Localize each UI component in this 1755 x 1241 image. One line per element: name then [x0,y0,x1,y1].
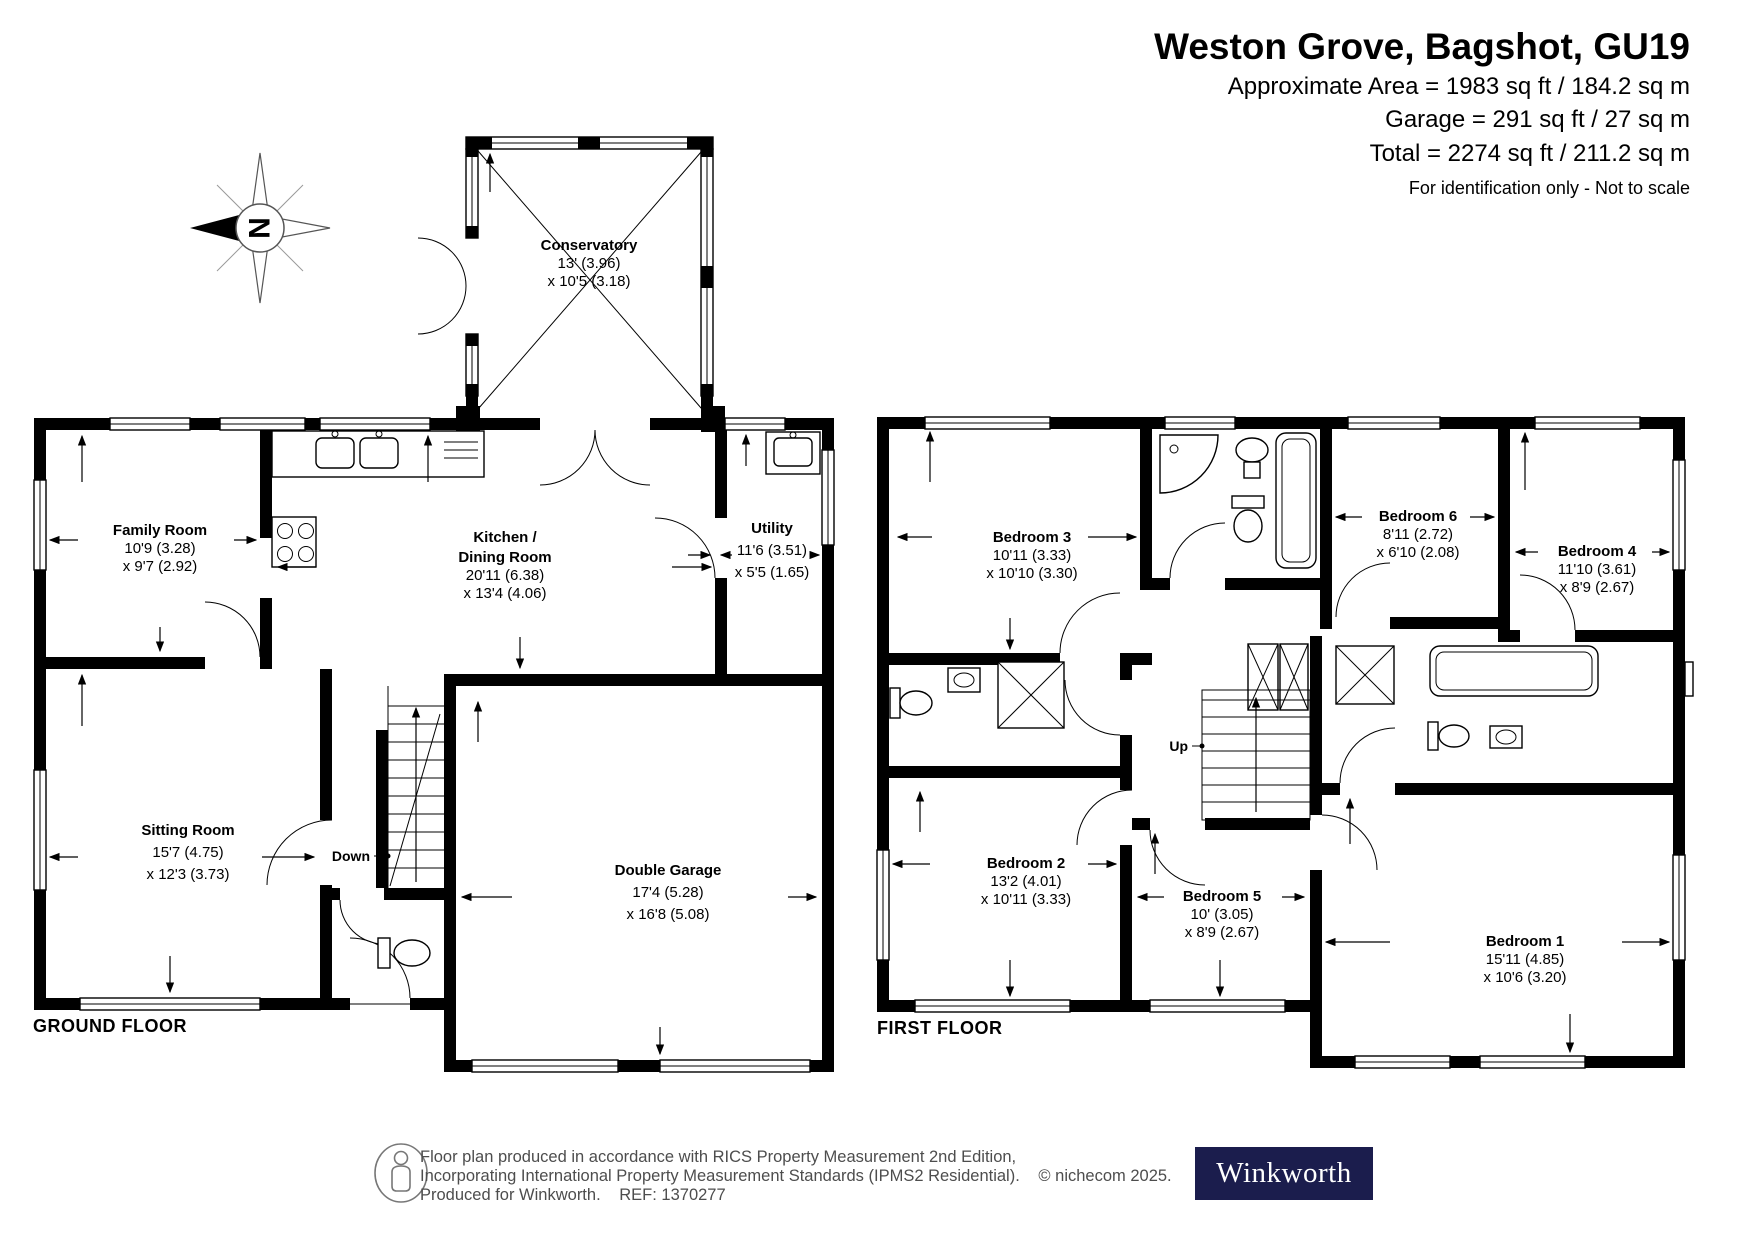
down-stairs-label: Down [332,848,370,864]
room-label-double-garage: Double Garage 17'4 (5.28) x 16'8 (5.08) [615,862,722,923]
person-icon [374,1143,428,1203]
kitchen-counter-sink [271,430,485,478]
room-label-bedroom2: Bedroom 2 13'2 (4.01) x 10'11 (3.33) [981,855,1071,908]
kitchen-dim1: 20'11 (6.38) [466,567,544,584]
bedroom3-name: Bedroom 3 [993,529,1071,546]
double-garage-name: Double Garage [615,862,722,879]
bedroom4-dim2: x 8'9 (2.67) [1560,579,1635,596]
bedroom2-dim2: x 10'11 (3.33) [981,891,1071,908]
sitting-room-dim2: x 12'3 (3.73) [147,866,230,883]
bedroom1-dim2: x 10'6 (3.20) [1484,969,1567,986]
approx-area-line: Approximate Area = 1983 sq ft / 184.2 sq… [1227,72,1690,100]
hob-icon [271,516,317,568]
room-label-kitchen: Kitchen / Dining Room 20'11 (6.38) x 13'… [458,529,551,602]
utility-dim1: 11'6 (3.51) [737,542,807,559]
utility-dim2: x 5'5 (1.65) [735,564,810,581]
family-room-dim2: x 9'7 (2.92) [123,558,198,575]
first-dimension-arrows [891,430,1671,1054]
bedroom6-name: Bedroom 6 [1379,508,1457,525]
ensuite-bed1-fixtures [1335,645,1694,751]
room-label-sitting-room: Sitting Room 15'7 (4.75) x 12'3 (3.73) [141,822,234,883]
double-garage-dim2: x 16'8 (5.08) [627,906,710,923]
footer-line1: Floor plan produced in accordance with R… [420,1148,1017,1166]
ground-floor-label: GROUND FLOOR [33,1016,187,1036]
footer-copyright: © nichecom 2025. [1038,1167,1172,1185]
room-label-utility: Utility 11'6 (3.51) x 5'5 (1.65) [735,520,810,581]
room-label-bedroom6: Bedroom 6 8'11 (2.72) x 6'10 (2.08) [1377,508,1460,561]
first-doors [1059,522,1576,886]
footer-line3: Produced for Winkworth. [420,1186,601,1204]
up-stairs-label: Up [1169,738,1188,754]
header: Weston Grove, Bagshot, GU19 Approximate … [1154,26,1690,199]
bedroom1-dim1: 15'11 (4.85) [1486,951,1564,968]
double-garage-dim1: 17'4 (5.28) [632,884,703,901]
bedroom1-name: Bedroom 1 [1486,933,1564,950]
bedroom4-name: Bedroom 4 [1558,543,1637,560]
conservatory-dim2: x 10'5 (3.18) [548,273,631,290]
ground-windows [33,417,835,1073]
page-title: Weston Grove, Bagshot, GU19 [1154,26,1690,67]
footer-ref: REF: 1370277 [619,1186,726,1204]
family-room-dim1: 10'9 (3.28) [124,540,195,557]
scale-note: For identification only - Not to scale [1408,177,1690,198]
bedroom5-dim2: x 8'9 (2.67) [1185,924,1260,941]
ground-walls [34,406,834,1072]
footer-disclaimer: Floor plan produced in accordance with R… [420,1148,1172,1205]
sitting-room-dim1: 15'7 (4.75) [152,844,223,861]
wc-toilet-icon [377,937,431,969]
first-windows [876,416,1686,1069]
kitchen-name2: Dining Room [458,549,551,566]
first-floor-label: FIRST FLOOR [877,1018,1003,1038]
ensuite-left-fixtures [889,661,1065,729]
bedroom6-dim1: 8'11 (2.72) [1383,526,1453,543]
room-label-conservatory: Conservatory 13' (3.96) x 10'5 (3.18) [541,237,638,290]
winkworth-logo-text: Winkworth [1216,1157,1352,1189]
ground-dimension-arrows [48,152,821,1056]
room-label-bedroom1: Bedroom 1 15'11 (4.85) x 10'6 (3.20) [1484,933,1567,986]
bedroom6-dim2: x 6'10 (2.08) [1377,544,1460,561]
kitchen-dim2: x 13'4 (4.06) [464,585,547,602]
family-room-name: Family Room [113,522,207,539]
bedroom5-name: Bedroom 5 [1183,888,1261,905]
first-stairs: Up [1169,689,1311,821]
winkworth-logo: Winkworth [1195,1147,1373,1200]
room-label-bedroom5: Bedroom 5 10' (3.05) x 8'9 (2.67) [1183,888,1261,941]
bedroom2-name: Bedroom 2 [987,855,1065,872]
total-area-line: Total = 2274 sq ft / 211.2 sq m [1369,139,1690,167]
kitchen-name: Kitchen / [473,529,537,546]
bedroom5-dim1: 10' (3.05) [1191,906,1254,923]
conservatory-structure [417,136,714,417]
family-bathroom-fixtures [1159,432,1317,569]
bedroom3-dim2: x 10'10 (3.30) [986,565,1077,582]
room-label-family-room: Family Room 10'9 (3.28) x 9'7 (2.92) [113,522,207,575]
bedroom3-dim1: 10'11 (3.33) [993,547,1071,564]
bedroom4-dim1: 11'10 (3.61) [1558,561,1636,578]
utility-name: Utility [751,520,793,537]
ground-stairs: Down [332,686,444,888]
footer-line2: Incorporating International Property Mea… [420,1167,1020,1185]
ground-doors [204,429,716,999]
conservatory-name: Conservatory [541,237,638,254]
compass-icon: N [190,152,331,304]
sitting-room-name: Sitting Room [141,822,234,839]
utility-sink-icon [765,431,821,475]
garage-area-line: Garage = 291 sq ft / 27 sq m [1385,106,1690,134]
compass-north-label: N [244,217,277,239]
first-floor-plan: Up Bedroom 3 10'11 [876,416,1694,1069]
bedroom2-dim1: 13'2 (4.01) [990,873,1061,890]
conservatory-dim1: 13' (3.96) [558,255,621,272]
room-label-bedroom3: Bedroom 3 10'11 (3.33) x 10'10 (3.30) [986,529,1077,582]
room-label-bedroom4: Bedroom 4 11'10 (3.61) x 8'9 (2.67) [1558,543,1637,596]
ground-floor-plan: Down Conservatory 1 [33,136,835,1073]
